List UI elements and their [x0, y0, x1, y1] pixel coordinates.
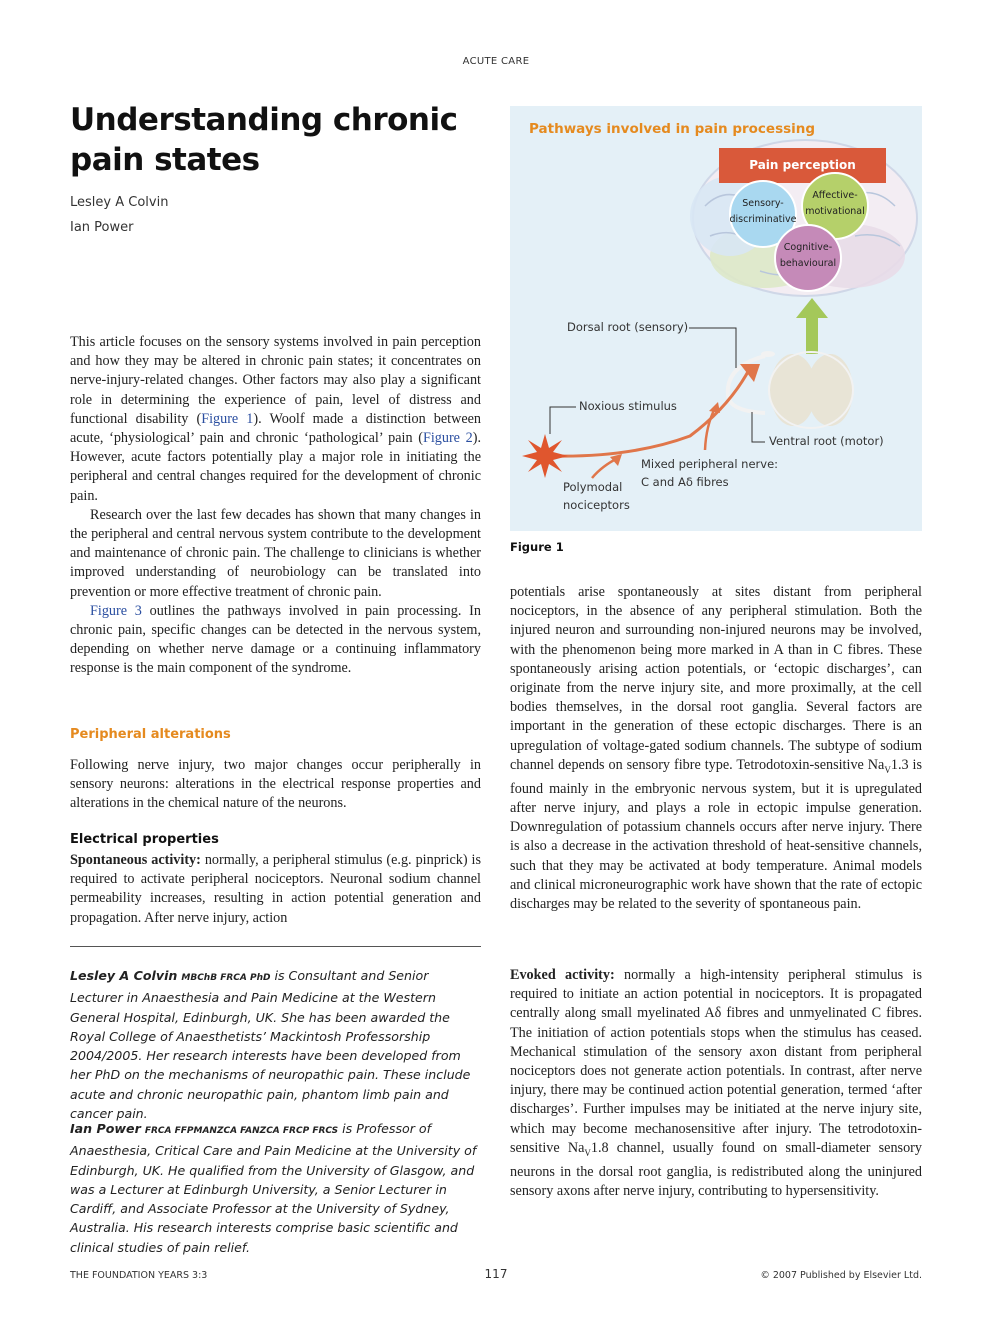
dorsal-root-label: Dorsal root (sensory) [567, 320, 689, 334]
spinal-cord [768, 351, 854, 429]
spontaneous-text: Spontaneous activity: normally, a periph… [70, 852, 481, 926]
evoked-activity-text: Evoked activity: normally a high-intensi… [510, 967, 922, 1200]
mixed-nerve-label: Mixed peripheral nerve:C and Aδ fibres [641, 457, 779, 489]
ventral-root-leader [751, 412, 765, 443]
footer-journal: THE FOUNDATION YEARS 3:3 [70, 1270, 208, 1281]
article-title: Understanding chronic pain states [70, 102, 458, 178]
ventral-root-label: Ventral root (motor) [769, 434, 884, 448]
dorsal-root-leader [689, 327, 737, 368]
figure-title: Pathways involved in pain processing [529, 121, 816, 137]
figure-2-link[interactable]: Figure 2 [422, 430, 473, 447]
divider [70, 946, 481, 947]
footer-copyright: © 2007 Published by Elsevier Ltd. [760, 1270, 922, 1281]
noxious-leader [549, 406, 576, 434]
cognitive-label: Cognitive-behavioural [779, 242, 837, 269]
intro-paragraph-1: This article focuses on the sensory syst… [70, 334, 482, 504]
figure-1-link[interactable]: Figure 1 [201, 410, 254, 427]
author-1: Lesley A Colvin [70, 195, 169, 210]
noxious-label: Noxious stimulus [579, 399, 677, 413]
sensory-circle [729, 180, 797, 248]
ventral-root-nerve [725, 354, 766, 415]
bio-colvin: Lesley A Colvin MBChB FRCA PhD is Consul… [70, 968, 471, 1122]
noxious-stimulus-star [522, 434, 568, 478]
figure-1-panel: Pathways involved in pain processing Pai… [510, 106, 922, 531]
nerve-arrow-head [740, 364, 760, 382]
bio-power: Ian Power FRCA FFPMANZCA FANZCA FRCP FRC… [70, 1121, 477, 1255]
sensory-label: Sensory-discriminative [729, 198, 797, 225]
pain-perception-box [719, 148, 886, 183]
right-column-paragraph-1: potentials arise spontaneously at sites … [510, 584, 922, 913]
peripheral-text: Following nerve injury, two major change… [70, 757, 481, 812]
nerve-pathway-line [549, 367, 752, 458]
cognitive-circle [774, 224, 842, 292]
ascending-arrow [796, 298, 828, 354]
intro-text: This article focuses on the sensory syst… [70, 333, 481, 679]
affective-label: Affective-motivational [805, 190, 865, 217]
author-2: Ian Power [70, 220, 134, 235]
heading-electrical: Electrical properties [70, 832, 219, 847]
heading-peripheral: Peripheral alterations [70, 727, 231, 742]
pain-perception-label: Pain perception [749, 158, 856, 172]
footer-page-number: 117 [484, 1267, 508, 1281]
section-tag: ACUTE CARE [462, 56, 530, 67]
pain-pathway-diagram [522, 139, 918, 479]
intro-paragraph-2: Research over the last few decades has s… [70, 506, 481, 600]
mixed-nerve-arrow [703, 407, 717, 451]
intro-paragraph-3: Figure 3 outlines the pathways involved … [70, 602, 481, 677]
figure-3-link[interactable]: Figure 3 [90, 602, 142, 619]
figure-caption: Figure 1 [510, 540, 564, 554]
